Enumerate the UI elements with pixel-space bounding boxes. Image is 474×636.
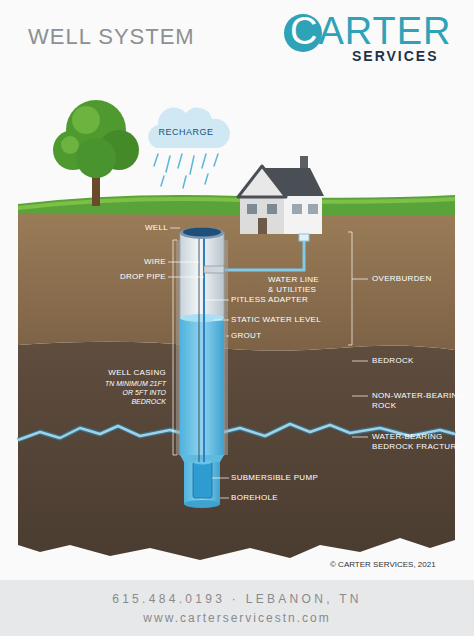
house-window xyxy=(292,204,302,214)
house-side xyxy=(284,194,322,234)
tree xyxy=(53,100,139,206)
node-text: www.carterservicestn.com xyxy=(143,610,330,626)
cloud-node: RECHARGE xyxy=(142,106,230,150)
pitless-adapter xyxy=(204,266,224,273)
water-line xyxy=(224,234,309,270)
house-connection xyxy=(299,234,309,241)
rain-drop xyxy=(190,156,194,174)
rain-drop xyxy=(183,176,186,188)
rain-drop xyxy=(178,154,182,168)
leader-line xyxy=(352,437,368,438)
leader-line xyxy=(170,228,180,229)
well-cap-rim xyxy=(180,227,224,239)
cloud-shape xyxy=(148,108,230,148)
borehole xyxy=(184,462,220,504)
rain-drop xyxy=(202,154,206,168)
leader-line xyxy=(212,478,229,479)
logo-text: SERVICES xyxy=(352,48,439,64)
pump-top xyxy=(193,460,212,465)
leader-line xyxy=(352,279,368,280)
ground xyxy=(18,195,455,560)
part-label: PITLESS ADAPTER xyxy=(231,295,308,305)
well xyxy=(176,227,228,508)
overburden-layer xyxy=(18,212,455,351)
overburden-bracket xyxy=(348,232,352,345)
house-front xyxy=(240,194,284,234)
part-label: GROUT xyxy=(231,331,261,341)
part-label: BOREHOLE xyxy=(231,493,278,503)
part-label: STATIC WATER LEVEL xyxy=(231,315,321,325)
layer-label: BEDROCK xyxy=(372,356,414,366)
house-door xyxy=(258,218,267,234)
leader-line xyxy=(205,300,229,301)
part-label: SUBMERSIBLE PUMP xyxy=(231,473,318,483)
rain xyxy=(154,154,218,188)
copyright-note: © CARTER SERVICES, 2021 xyxy=(330,560,436,570)
part-label: WELL CASING xyxy=(88,368,166,378)
leader-lines xyxy=(168,228,368,498)
footer-band: 615.484.0193 · LEBANON, TN www.carterserv… xyxy=(0,580,474,636)
rain-drop xyxy=(161,176,164,186)
requirement-note: TN MINIMUM 21FT OR 5FT INTO BEDROCK xyxy=(104,379,166,406)
part-label: WIRE xyxy=(110,257,166,267)
leader-line xyxy=(352,396,368,397)
tree-highlight xyxy=(61,136,79,154)
leader-line xyxy=(352,361,368,362)
layer-label: WATER-BEARING BEDROCK FRACTURES xyxy=(372,432,470,452)
rain-drop xyxy=(154,154,158,166)
leader-line xyxy=(214,320,229,321)
casing-bracket xyxy=(173,240,177,455)
part-label: WELL xyxy=(110,223,168,233)
logo-text: CARTER xyxy=(290,12,452,50)
leader-line xyxy=(220,498,229,499)
water-column xyxy=(180,318,224,455)
part-label: WATER LINE & UTILITIES xyxy=(268,275,326,295)
well-casing xyxy=(180,233,224,455)
rain-drop xyxy=(214,154,218,166)
water-line-pipe xyxy=(224,240,304,270)
layer-label: OVERBURDEN xyxy=(372,274,431,284)
node-text: 615.484.0193 · LEBANON, TN xyxy=(112,591,362,607)
leader-line xyxy=(226,336,229,337)
node-text: RECHARGE xyxy=(158,127,213,138)
diagram-title: WELL SYSTEM xyxy=(28,24,195,50)
static-water-surface xyxy=(180,314,224,322)
borehole-bottom xyxy=(184,500,220,508)
house-gable xyxy=(238,166,286,197)
tree-highlight xyxy=(72,106,100,134)
house xyxy=(238,156,324,234)
grass-highlight xyxy=(18,197,455,210)
rain-drop xyxy=(205,174,208,184)
leader-line xyxy=(168,277,204,278)
tree-foliage xyxy=(76,138,116,178)
layer-label: NON-WATER-BEARING ROCK xyxy=(372,391,470,411)
submersible-pump xyxy=(193,462,212,498)
house-window xyxy=(267,204,277,214)
part-label: DROP PIPE xyxy=(96,272,166,282)
house-window xyxy=(247,204,257,214)
wire xyxy=(199,236,200,462)
grass-surface xyxy=(18,195,455,216)
well-cap xyxy=(183,228,221,237)
house-window xyxy=(308,204,318,214)
rain-drop xyxy=(166,156,170,172)
